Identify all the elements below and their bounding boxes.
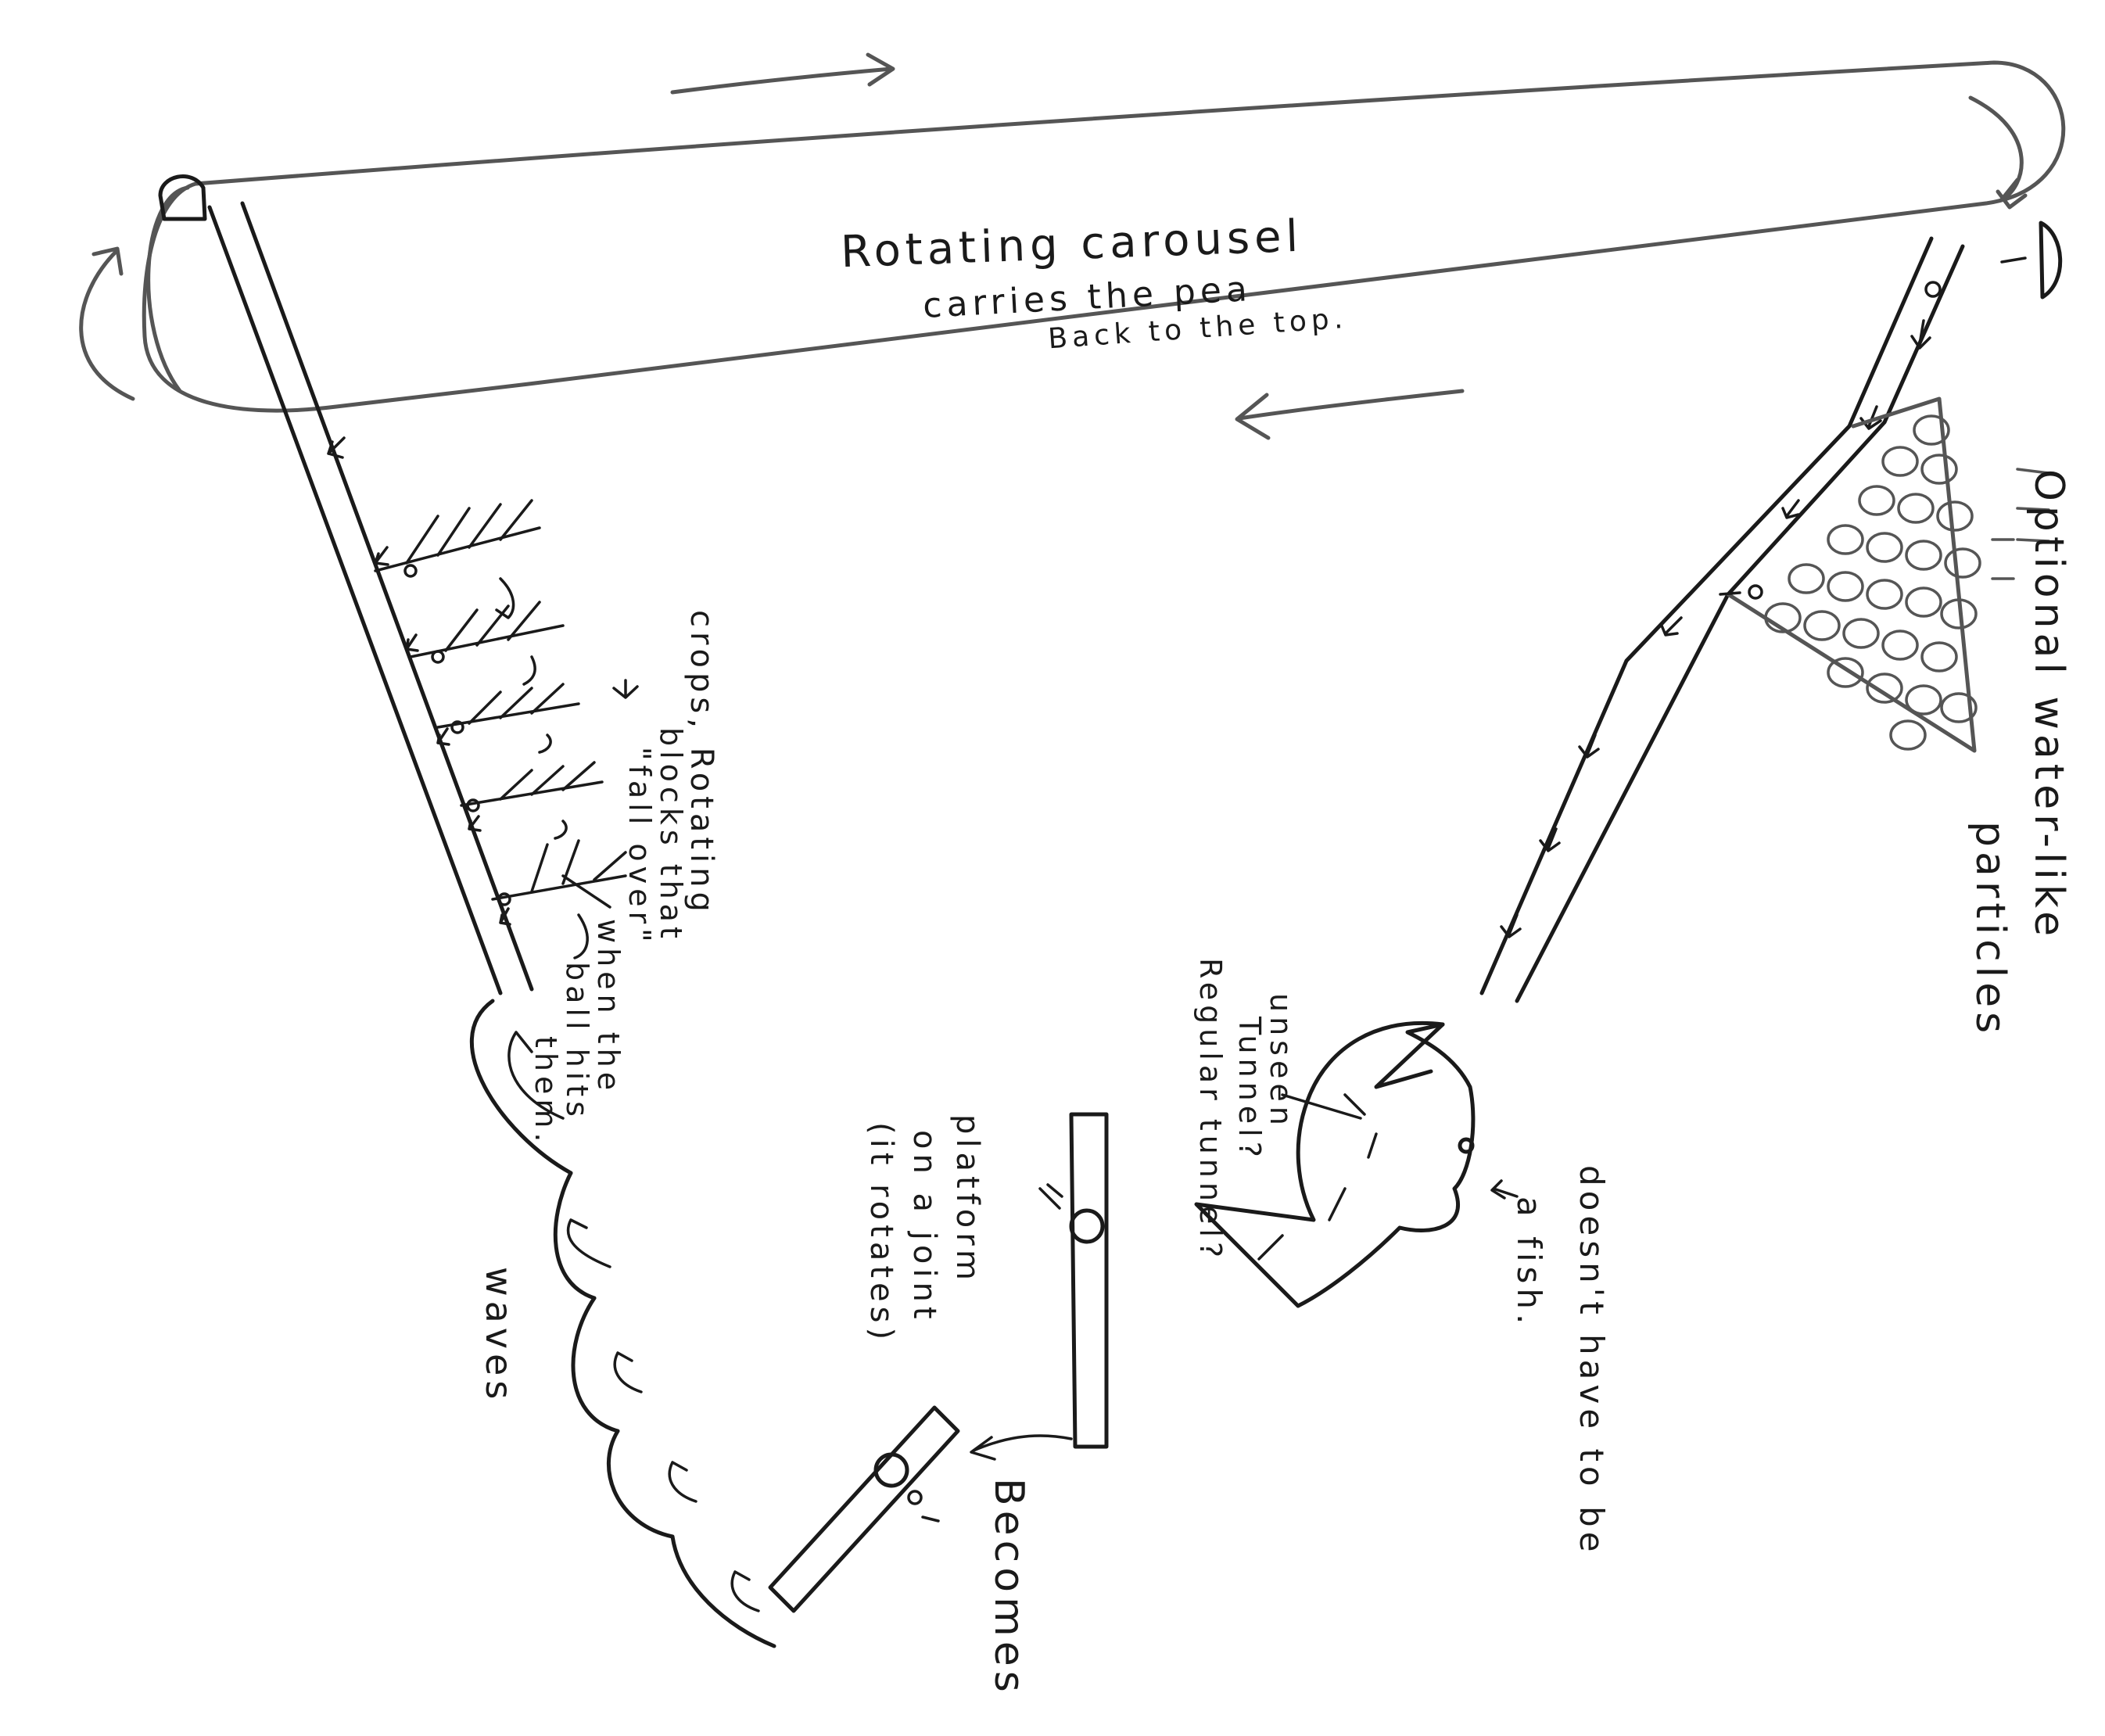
platform-upright [1040,1114,1106,1447]
crops-label-line3: "fall over" [622,747,657,947]
crops-label-line4: when the [591,919,626,1095]
crops-label-line1: crops, Rotating [683,610,719,916]
platform-label-line2: on a joint [906,1130,942,1324]
right-pea-cup [2002,223,2060,297]
unseen-tunnel-label-line3: Regular tunnel? [1193,958,1228,1262]
becomes-label: Becomes [985,1478,1032,1697]
crop-2 [411,602,563,662]
crop-5 [493,841,626,907]
crop-blocks [375,500,637,958]
left-pea-cup [160,177,205,219]
fish-pointer-arrows [1282,1095,1517,1198]
fish-note-line1: doesn't have to be [1572,1165,1611,1556]
water-particles-label-line1: Optional water-like [2025,469,2072,941]
crop-1 [375,500,540,576]
unseen-tunnel-label-line2: Tunnel? [1232,1017,1267,1162]
particle-funnel [1720,399,1980,751]
crops-label-line2: blocks that [654,727,688,943]
crop-4 [461,762,602,811]
platform-label-line3: (it rotates) [863,1122,899,1344]
crops-label-line6: them. [529,1036,563,1146]
right-tube [1482,239,1963,1001]
waves-label: waves [478,1267,520,1404]
platform-tilted [770,1408,958,1611]
fish-note-line2: a fish. [1510,1196,1548,1329]
platform-label-line1: platform [949,1114,985,1285]
becomes-arrow [971,1436,1071,1459]
left-tube [210,203,532,993]
crop-3 [438,684,579,733]
unseen-tunnel-label-line1: unseen [1264,993,1298,1130]
crops-label-line5: ball hits [560,962,594,1121]
water-particles-label-line2: particles [1967,821,2014,1038]
